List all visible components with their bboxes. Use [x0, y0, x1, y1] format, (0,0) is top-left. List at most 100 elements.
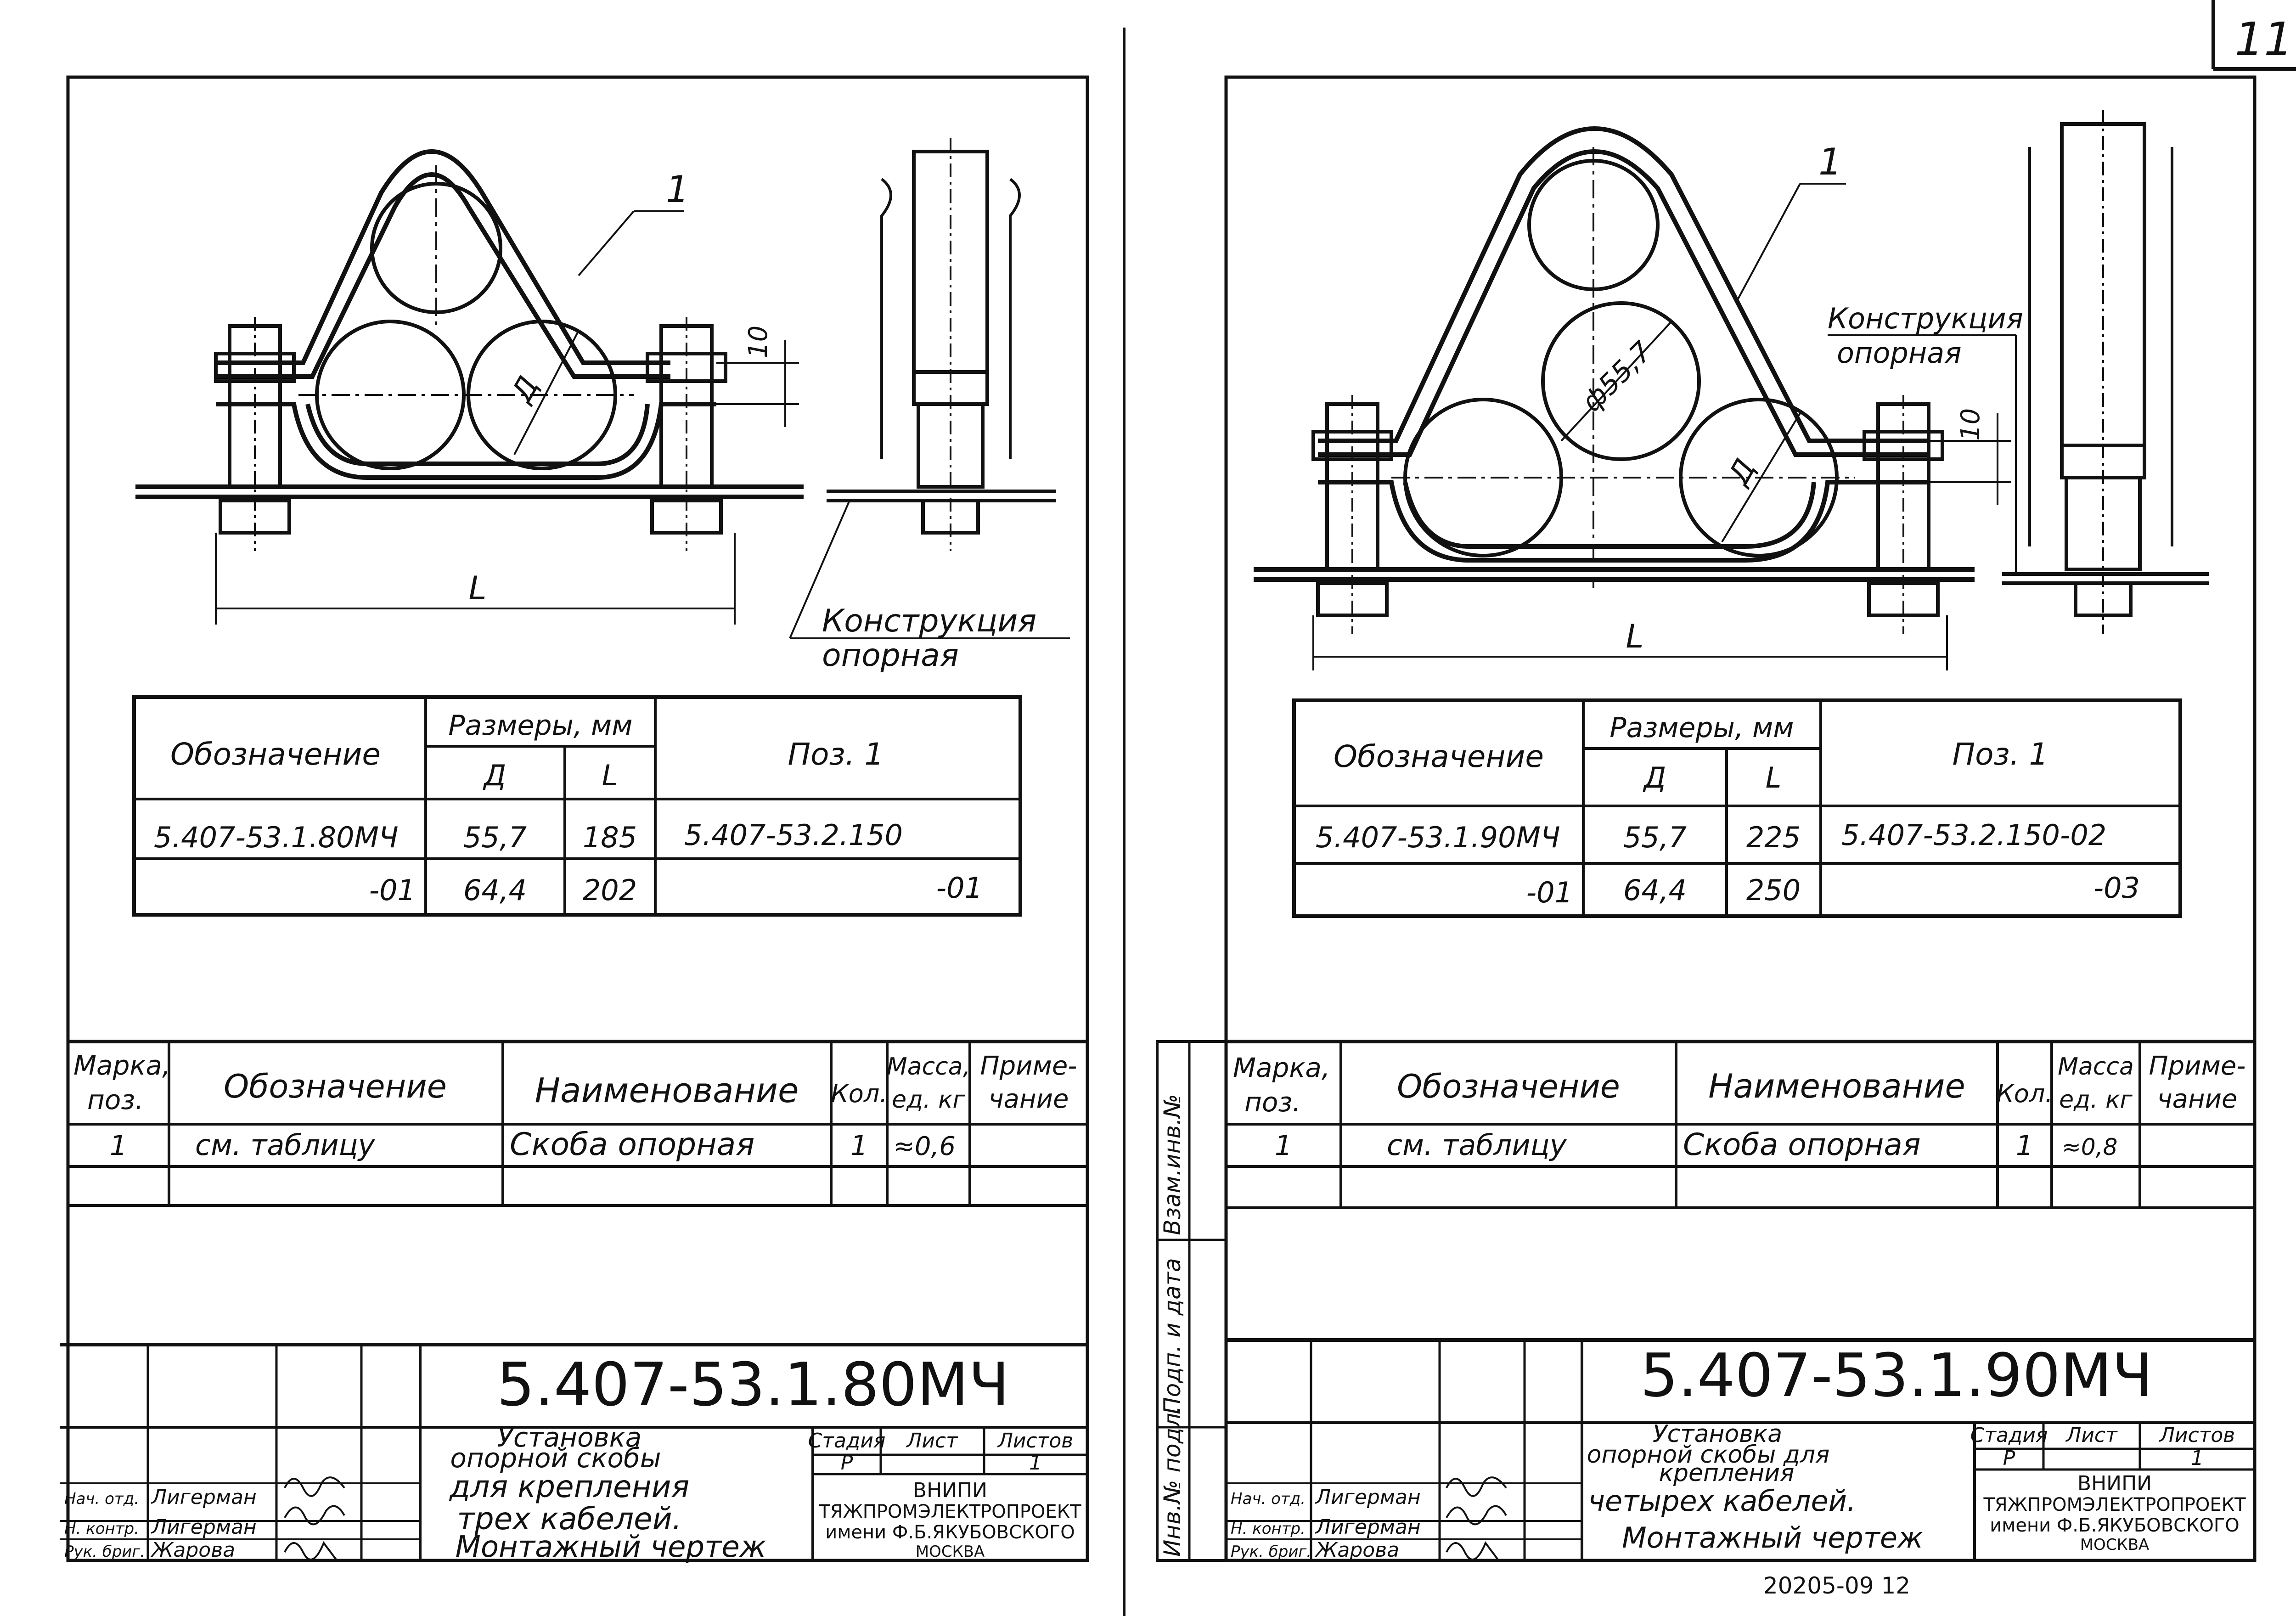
staff-role-3: Рук. бриг.: [64, 1543, 145, 1561]
spec-col-designation: Обозначение: [1397, 1068, 1620, 1105]
dim-l-label: L: [469, 569, 487, 607]
right-spec-table: Марка, поз. Обозначение Наименование Кол…: [1226, 1040, 2255, 1209]
left-frame: [66, 75, 1089, 1562]
row-2-pos: -01: [936, 871, 983, 905]
row-1-designation: 5.407-53.1.90МЧ: [1316, 821, 1560, 854]
spec-col-qty: Кол.: [831, 1079, 887, 1108]
row-2-l: 250: [1746, 873, 1801, 907]
spec-col-note-2: чание: [989, 1084, 1069, 1114]
col-l: L: [1766, 761, 1782, 794]
left-spec-table: Марка, поз. Обозначение Наименование Кол…: [68, 1040, 1087, 1207]
spec-col-note-1: Приме-: [2149, 1051, 2246, 1081]
org-line-2: ТЯЖПРОМЭЛЕКТРОПРОЕКТ: [1983, 1494, 2246, 1515]
staff-role-2: Н. контр.: [1231, 1520, 1306, 1538]
row-2-d: 64,4: [463, 873, 527, 907]
title-line-2: опорной скобы: [450, 1442, 661, 1474]
signature-3: [284, 1541, 338, 1562]
stamp-podp-data: Подп. и дата: [1159, 1258, 1186, 1414]
stage-value: Р: [841, 1451, 853, 1475]
sheets-label: Листов: [997, 1429, 1073, 1453]
staff-role-3: Рук. бриг.: [1231, 1543, 1311, 1561]
title-line-3: для крепления: [449, 1469, 690, 1504]
title-line-4: четырех кабелей.: [1588, 1484, 1856, 1518]
stage-label: Стадия: [808, 1429, 886, 1453]
pos-1-label: 1: [1818, 141, 1842, 183]
dia-label: ф55,7: [1576, 335, 1658, 418]
support-label-2: опорная: [822, 637, 959, 674]
spec-row-name: Скоба опорная: [510, 1126, 754, 1163]
right-sheet: Инв.№ подл. Подп. и дата Взам.инв.№: [1156, 75, 2257, 1599]
col-pos: Поз. 1: [1952, 737, 2048, 772]
support-label-1: Конструкция: [1828, 302, 2023, 335]
title-line-1: Установка: [1653, 1420, 1782, 1448]
org-line-1: ВНИПИ: [2077, 1472, 2152, 1495]
support-label-2: опорная: [1837, 336, 1962, 370]
row-2-designation: -01: [1526, 876, 1573, 909]
title-line-2: опорной скобы для: [1587, 1441, 1830, 1469]
col-sizes: Размеры, мм: [448, 709, 632, 742]
spec-col-name: Наименование: [1708, 1067, 1965, 1105]
right-title-block: 5.407-53.1.90МЧ Установка опорной скобы …: [1226, 1338, 2255, 1562]
page-number-box: 11: [2212, 0, 2296, 71]
spec-col-mark-2: поз.: [87, 1084, 144, 1115]
stamp-inv-podl: Инв.№ подл.: [1159, 1406, 1186, 1557]
row-2-designation: -01: [369, 873, 416, 907]
left-clamp-drawing: 10 Д L 1 Конструкция: [135, 138, 1070, 674]
spec-row-qty: 1: [850, 1130, 868, 1162]
signature-1: [284, 1476, 345, 1497]
col-designation: Обозначение: [1334, 739, 1544, 774]
spec-col-name: Наименование: [535, 1071, 799, 1110]
sheets-value: 1: [2191, 1447, 2204, 1470]
col-pos: Поз. 1: [788, 737, 884, 772]
spec-row-qty: 1: [2016, 1130, 2033, 1162]
staff-name-1: Лигерман: [1315, 1486, 1421, 1509]
left-title-block: 5.407-53.1.80МЧ Установка опорной скобы …: [60, 1343, 1087, 1564]
pos-1-label: 1: [666, 168, 689, 211]
left-sheet: 10 Д L 1 Конструкция: [60, 75, 1089, 1564]
staff-role-1: Нач. отд.: [1231, 1490, 1306, 1508]
left-size-table: Обозначение Размеры, мм Д L Поз. 1 5.407…: [132, 695, 1022, 917]
spec-col-qty: Кол.: [1996, 1079, 2053, 1108]
col-sizes: Размеры, мм: [1609, 712, 1794, 744]
spec-row-mark: 1: [1275, 1130, 1292, 1162]
row-1-d: 55,7: [463, 821, 527, 854]
sheets-label: Листов: [2159, 1424, 2235, 1447]
spec-row-mass: ≈0,8: [2062, 1134, 2117, 1160]
spec-row-mass: ≈0,6: [893, 1132, 956, 1161]
dim-10-label: 10: [743, 326, 773, 358]
col-d: Д: [483, 759, 506, 792]
title-line-5: Монтажный чертеж: [1622, 1521, 1923, 1554]
org-line-3: имени Ф.Б.ЯКУБОВСКОГО: [1990, 1515, 2240, 1536]
spec-row-designation: см. таблицу: [195, 1128, 376, 1162]
col-designation: Обозначение: [170, 737, 381, 772]
signature-3: [1446, 1541, 1500, 1562]
support-label-1: Конструкция: [822, 603, 1036, 639]
title-line-5: Монтажный чертеж: [456, 1530, 766, 1564]
spec-col-mass-1: Масса,: [887, 1053, 970, 1081]
signature-1: [1446, 1476, 1507, 1497]
spec-col-note-1: Приме-: [980, 1051, 1077, 1081]
staff-role-1: Нач. отд.: [64, 1490, 139, 1508]
spec-col-note-2: чание: [2157, 1084, 2238, 1114]
row-2-d: 64,4: [1623, 873, 1687, 907]
col-l: L: [602, 759, 618, 792]
side-stamp: Инв.№ подл. Подп. и дата Взам.инв.№: [1156, 1040, 1227, 1562]
org-line-4: МОСКВА: [2080, 1536, 2150, 1554]
row-1-l: 225: [1746, 821, 1801, 854]
page-number: 11: [2234, 12, 2293, 66]
org-line-1: ВНИПИ: [913, 1479, 987, 1502]
staff-name-3: Жарова: [150, 1538, 235, 1562]
dim-l-label: L: [1626, 618, 1644, 655]
spec-row-mark: 1: [110, 1130, 127, 1162]
sheet-label: Лист: [906, 1429, 958, 1453]
stamp-vzam-inv: Взам.инв.№: [1159, 1094, 1186, 1235]
dim-d-label: Д: [504, 371, 546, 409]
title-block-code: 5.407-53.1.80МЧ: [497, 1350, 1010, 1419]
title-line-1: Установка: [497, 1422, 642, 1453]
row-1-pos: 5.407-53.2.150-02: [1841, 818, 2106, 852]
col-d: Д: [1643, 761, 1666, 794]
staff-role-2: Н. контр.: [64, 1520, 139, 1538]
org-line-3: имени Ф.Б.ЯКУБОВСКОГО: [825, 1522, 1075, 1543]
stage-label: Стадия: [1970, 1424, 2048, 1447]
